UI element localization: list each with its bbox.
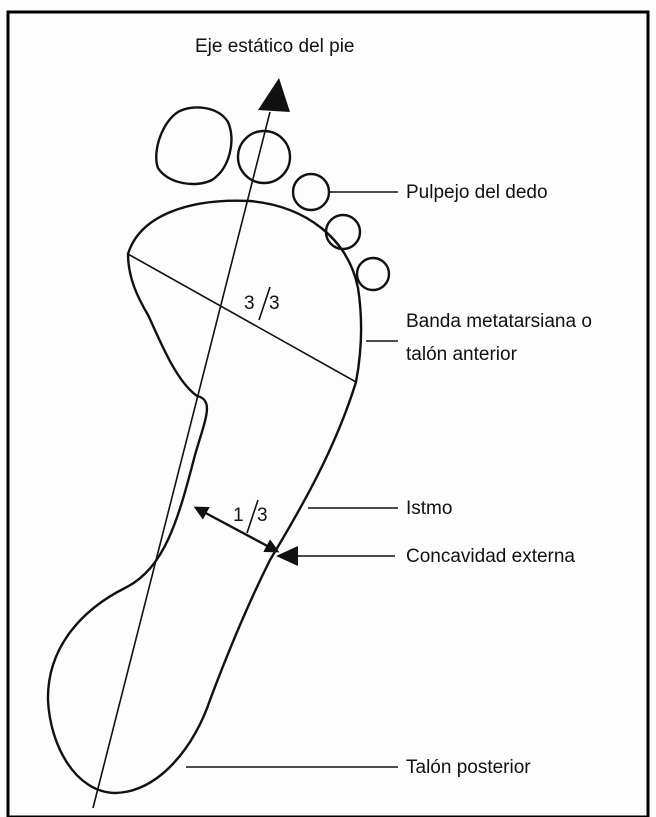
fraction-metatarsal-num: 3 [244, 293, 255, 314]
static-axis-arrowhead [258, 78, 290, 112]
big-toe-shape [156, 107, 231, 184]
figure-frame [8, 12, 648, 817]
toe-4 [326, 215, 360, 249]
fraction-metatarsal-den: 3 [269, 293, 280, 314]
banda-label-line2: talón anterior [406, 344, 518, 365]
talon-posterior-label: Talón posterior [406, 757, 531, 778]
pulpejo-label: Pulpejo del dedo [406, 182, 548, 203]
toe-3-pulpejo [293, 174, 329, 210]
metatarsal-band-line [128, 254, 356, 382]
banda-label-line1: Banda metatarsiana o [406, 311, 592, 332]
foot-outline [48, 201, 361, 793]
axis-label: Eje estático del pie [195, 36, 355, 57]
fraction-isthmus-den: 3 [257, 505, 268, 526]
toe-5 [357, 258, 389, 290]
static-axis-line [93, 112, 270, 808]
istmo-label: Istmo [406, 498, 452, 519]
fraction-isthmus-num: 1 [233, 505, 244, 526]
concavidad-label: Concavidad externa [406, 546, 575, 567]
concavity-arrowhead [276, 546, 298, 566]
